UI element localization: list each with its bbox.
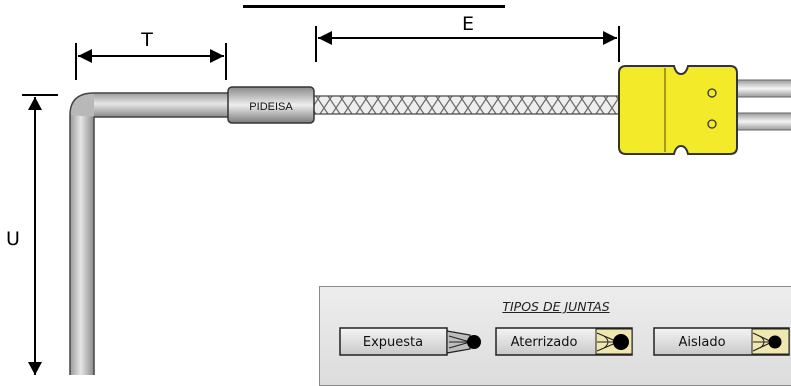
- probe-sheath: [69, 92, 232, 375]
- dimension-t: T: [75, 29, 227, 80]
- braided-cable: [311, 95, 625, 115]
- dimension-u-label: U: [6, 228, 20, 250]
- dimension-e-label: E: [462, 13, 474, 35]
- junction-types-panel: TIPOS DE JUNTAS: [319, 286, 791, 386]
- brand-label: PIDEISA: [249, 101, 293, 113]
- top-bar: [243, 5, 505, 8]
- junction-types-title: TIPOS DE JUNTAS: [502, 299, 610, 314]
- dimension-e: E: [315, 13, 620, 62]
- thermocouple-diagram: T E U PIDEISA: [4, 5, 791, 375]
- connector-pins: [734, 79, 791, 131]
- dimension-u: U: [4, 94, 58, 375]
- probe-collar: PIDEISA: [227, 86, 315, 124]
- connector-plug: [618, 65, 738, 155]
- dimension-t-label: T: [140, 29, 153, 51]
